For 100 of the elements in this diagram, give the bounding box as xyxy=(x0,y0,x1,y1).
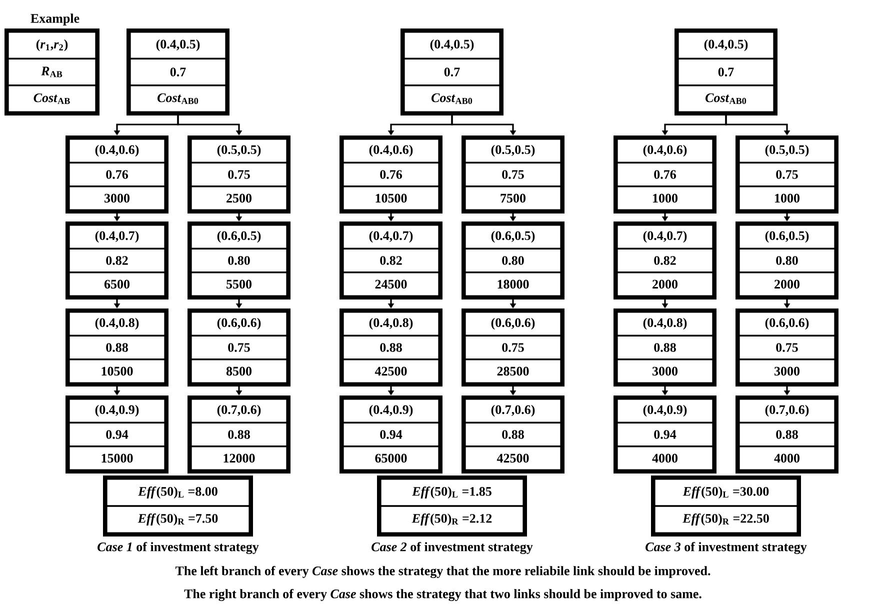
data-box xyxy=(188,308,290,386)
table-cell: (0.6,0.6) xyxy=(190,311,288,336)
table-cell: 15000 xyxy=(68,446,166,471)
table-cell: 65000 xyxy=(342,446,440,471)
table-cell: 0.88 xyxy=(190,422,288,448)
data-box xyxy=(462,136,564,214)
heading: Example xyxy=(30,14,80,26)
table-cell: 0.7 xyxy=(677,58,775,86)
table-cell: 0.94 xyxy=(616,422,714,448)
data-box xyxy=(340,308,442,386)
data-box xyxy=(462,222,564,300)
table-cell: 0.75 xyxy=(190,334,288,360)
data-box xyxy=(462,308,564,386)
table-cell: 0.82 xyxy=(616,248,714,274)
result-box xyxy=(377,476,527,536)
table-cell: (0.4,0.7) xyxy=(616,224,714,250)
table-cell: Cost$_{AB0}$ xyxy=(129,84,227,113)
table-cell: (0.5,0.5) xyxy=(464,138,562,164)
table-cell: 0.75 xyxy=(464,334,562,360)
table-cell: 4000 xyxy=(738,446,836,471)
table-cell: (0.4,0.6) xyxy=(68,138,166,164)
table-cell: Cost$_{AB}$ xyxy=(7,84,97,113)
table-cell: 0.75 xyxy=(738,162,836,188)
table-cell: 2000 xyxy=(738,272,836,297)
data-box xyxy=(340,222,442,300)
table-cell: 42500 xyxy=(342,358,440,384)
data-box xyxy=(462,396,564,474)
table-cell: (0.4,0.7) xyxy=(68,224,166,250)
data-box xyxy=(340,136,442,214)
table-cell: 28500 xyxy=(464,358,562,384)
table-cell: (0.4,0.8) xyxy=(342,311,440,336)
data-box xyxy=(66,222,168,300)
table-cell: 4000 xyxy=(616,446,714,471)
table-cell: (0.4,0.9) xyxy=(342,398,440,424)
table-cell: 2000 xyxy=(616,272,714,297)
result-box xyxy=(651,476,801,536)
data-box xyxy=(188,222,290,300)
data-box xyxy=(614,308,716,386)
table-cell: 3000 xyxy=(616,358,714,384)
table-cell: (0.4,0.9) xyxy=(68,398,166,424)
table-cell: (0.4,0.6) xyxy=(616,138,714,164)
table-cell: 1000 xyxy=(738,186,836,211)
table-cell: Eff(50)$_{L}$ =1.85 xyxy=(380,478,524,507)
table-cell: 7500 xyxy=(464,186,562,211)
table-cell: 0.76 xyxy=(342,162,440,188)
table-cell: 0.94 xyxy=(342,422,440,448)
table-cell: 0.7 xyxy=(403,58,501,86)
table-cell: 18000 xyxy=(464,272,562,297)
table-cell: 12000 xyxy=(190,446,288,471)
table-cell: Eff(50)$_{R}$ =22.50 xyxy=(654,505,798,534)
table-cell: 8500 xyxy=(190,358,288,384)
table-cell: 1000 xyxy=(616,186,714,211)
table-cell: 0.82 xyxy=(68,248,166,274)
data-box xyxy=(66,136,168,214)
table-cell: 0.76 xyxy=(68,162,166,188)
table-cell: (0.4,0.5) xyxy=(403,31,501,60)
table-cell: 6500 xyxy=(68,272,166,297)
root-box xyxy=(400,28,504,116)
table-cell: 3000 xyxy=(738,358,836,384)
table-cell: 10500 xyxy=(68,358,166,384)
table-cell: 0.75 xyxy=(190,162,288,188)
note-text: The right branch of every Case shows the strategy that two links should be improved to same. xyxy=(184,588,702,601)
table-cell: (0.6,0.5) xyxy=(738,224,836,250)
table-cell: (0.4,0.9) xyxy=(616,398,714,424)
table-cell: (0.6,0.6) xyxy=(464,311,562,336)
table-cell: Eff(50)$_{R}$ =2.12 xyxy=(380,505,524,534)
table-cell: R$_{AB}$ xyxy=(7,58,97,86)
table-cell: (0.6,0.5) xyxy=(464,224,562,250)
table-cell: 0.80 xyxy=(190,248,288,274)
table-cell: 0.76 xyxy=(616,162,714,188)
table-cell: Eff(50)$_{L}$ =30.00 xyxy=(654,478,798,507)
table-cell: 3000 xyxy=(68,186,166,211)
table-cell: (0.4,0.8) xyxy=(616,311,714,336)
table-cell: (0.4,0.5) xyxy=(129,31,227,60)
table-cell: (0.6,0.6) xyxy=(738,311,836,336)
data-box xyxy=(188,396,290,474)
data-box xyxy=(736,136,838,214)
data-box xyxy=(736,308,838,386)
table-cell: (0.7,0.6) xyxy=(190,398,288,424)
table-cell: 0.94 xyxy=(68,422,166,448)
table-cell: (0.5,0.5) xyxy=(738,138,836,164)
table-cell: 24500 xyxy=(342,272,440,297)
data-box xyxy=(614,396,716,474)
table-cell: 5500 xyxy=(190,272,288,297)
table-cell: (0.4,0.7) xyxy=(342,224,440,250)
table-cell: (0.4,0.5) xyxy=(677,31,775,60)
table-cell: 2500 xyxy=(190,186,288,211)
root-box xyxy=(126,28,230,116)
data-box xyxy=(614,222,716,300)
table-cell: Eff(50)$_{L}$ =8.00 xyxy=(106,478,250,507)
legend-box xyxy=(4,14,100,116)
table-cell: 0.7 xyxy=(129,58,227,86)
table-cell: 0.88 xyxy=(68,334,166,360)
table-cell: 10500 xyxy=(342,186,440,211)
data-box xyxy=(614,136,716,214)
table-cell: 0.88 xyxy=(616,334,714,360)
table-cell: 42500 xyxy=(464,446,562,471)
data-box xyxy=(66,396,168,474)
note-text: The left branch of every Case shows the strategy that the more reliabile link should be improved. xyxy=(175,566,710,578)
data-box xyxy=(188,136,290,214)
